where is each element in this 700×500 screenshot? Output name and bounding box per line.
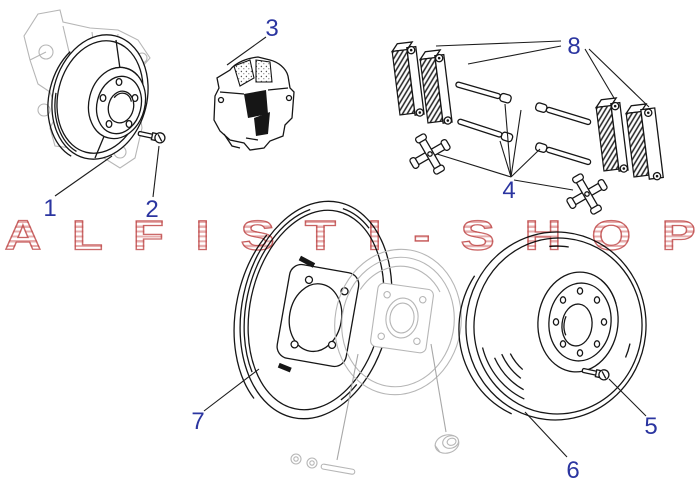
pad-spreader-spring-right [557, 164, 617, 224]
callout-6[interactable]: 6 [566, 457, 579, 484]
split-pin [320, 463, 356, 475]
callout-5[interactable]: 5 [644, 413, 657, 440]
callouts: 1 2 3 4 5 6 7 8 [43, 15, 657, 484]
rear-brake-disc [458, 231, 647, 423]
callout-8[interactable]: 8 [567, 33, 580, 60]
callout-2[interactable]: 2 [145, 196, 158, 223]
brake-caliper [213, 56, 295, 151]
callout-3[interactable]: 3 [265, 15, 278, 42]
callout-4[interactable]: 4 [502, 177, 515, 204]
front-brake-disc [47, 34, 149, 162]
hub-lock-nut [434, 434, 460, 454]
callout-7[interactable]: 7 [191, 408, 204, 435]
small-nuts [290, 453, 318, 469]
brake-pads-right [594, 97, 664, 181]
brake-pads-left [390, 41, 453, 125]
callout-1[interactable]: 1 [43, 195, 56, 222]
pad-retaining-pins [454, 79, 593, 168]
pad-spreader-spring-left [400, 124, 460, 184]
drum-hub-assembly [334, 248, 462, 461]
leader-lines [54, 36, 650, 458]
